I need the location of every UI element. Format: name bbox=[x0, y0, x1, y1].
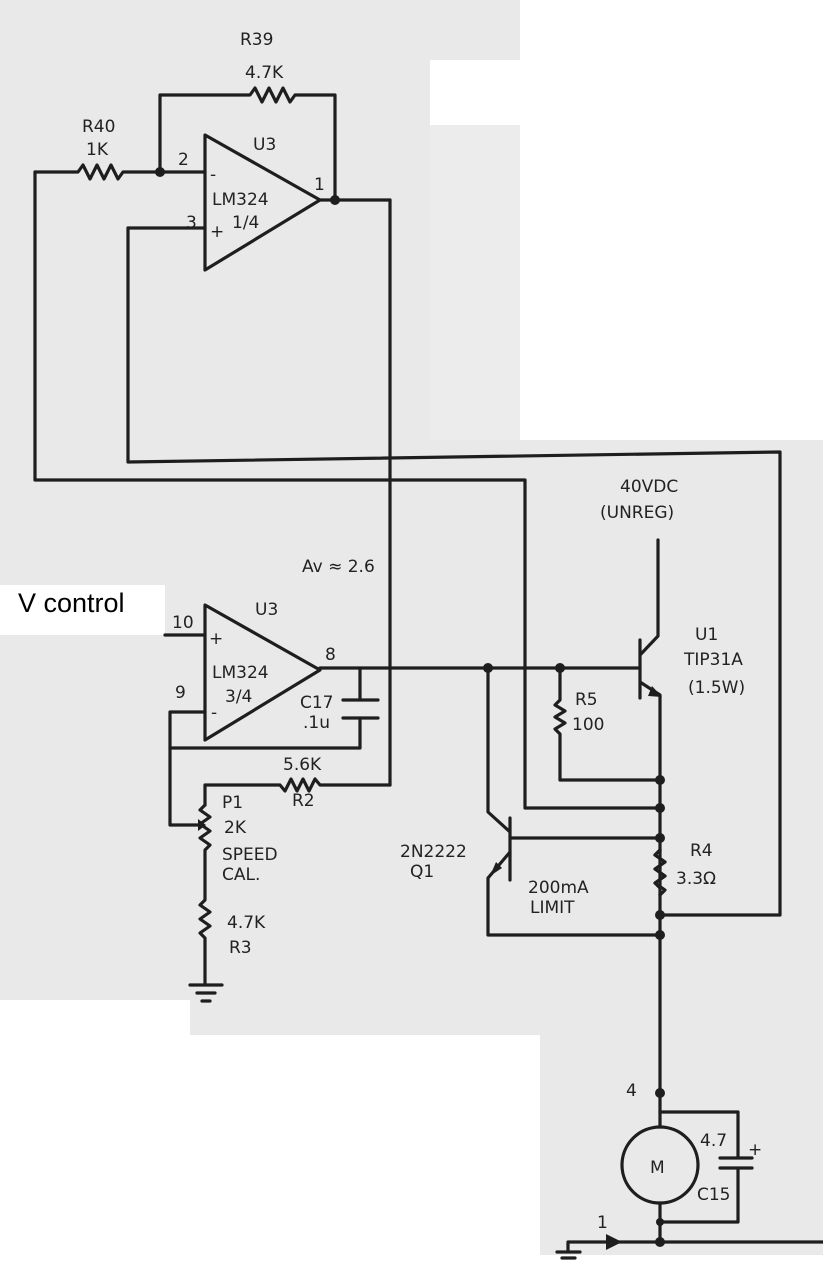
opamp-section: 3/4 bbox=[225, 687, 252, 707]
pin-label: 3 bbox=[186, 213, 197, 233]
supply-label: 40VDC bbox=[620, 477, 678, 497]
u1-ref: U1 bbox=[695, 625, 718, 645]
motor: M 4 1 4.7 + C15 bbox=[555, 1081, 823, 1260]
opamp-ref: U3 bbox=[255, 600, 278, 620]
plus-sign: + bbox=[209, 629, 223, 649]
pin-label: 2 bbox=[178, 150, 189, 170]
opamp-u3-bottom: + - LM324 3/4 U3 10 9 8 bbox=[163, 600, 336, 831]
p1-value: 2K bbox=[224, 818, 247, 838]
q1-ref: Q1 bbox=[410, 862, 434, 882]
supply-label: (UNREG) bbox=[600, 503, 674, 523]
r5-ref: R5 bbox=[575, 690, 598, 710]
opamp-section: 1/4 bbox=[232, 213, 259, 233]
resistor-r40: R40 1K bbox=[33, 117, 162, 181]
pin-label: 9 bbox=[175, 683, 186, 703]
potentiometer-p1: P1 2K SPEED CAL. 4.7K R3 bbox=[188, 793, 278, 1003]
gain-label: Av ≈ 2.6 bbox=[302, 557, 375, 577]
p1-ref: P1 bbox=[222, 793, 243, 813]
limit-label: LIMIT bbox=[530, 898, 575, 918]
motor-symbol: M bbox=[650, 1158, 665, 1178]
r4-value: 3.3Ω bbox=[676, 869, 716, 889]
resistor-r4-zigzag bbox=[653, 848, 667, 897]
p1-note: SPEED bbox=[222, 845, 278, 865]
resistor-r39: R39 4.7K bbox=[158, 30, 337, 202]
capacitor-c17: C17 .1u bbox=[168, 666, 380, 750]
r39-value: 4.7K bbox=[245, 63, 284, 83]
opamp-part: LM324 bbox=[212, 663, 269, 683]
resistor-r5: R5 100 bbox=[553, 666, 662, 782]
v-control-label: V control bbox=[18, 588, 125, 618]
white-patch bbox=[190, 1035, 540, 1257]
r39-ref: R39 bbox=[240, 30, 273, 50]
resistor-r2: 5.6K R2 bbox=[203, 755, 392, 811]
r2-value: 5.6K bbox=[283, 755, 322, 775]
r40-ref: R40 bbox=[82, 117, 115, 137]
pin-label: 10 bbox=[172, 613, 194, 633]
wire bbox=[33, 170, 662, 810]
transistor-u1: 40VDC (UNREG) U1 TIP31A (1.5W) bbox=[600, 477, 745, 1127]
r3-ref: R3 bbox=[229, 938, 252, 958]
plus-sign: + bbox=[210, 222, 224, 242]
opamp-part: LM324 bbox=[212, 190, 269, 210]
q1-part: 2N2222 bbox=[400, 842, 467, 862]
r3-value: 4.7K bbox=[227, 913, 266, 933]
c17-value: .1u bbox=[303, 713, 330, 733]
r5-value: 100 bbox=[572, 715, 604, 735]
pin-label: 1 bbox=[314, 175, 325, 195]
motor-pin: 1 bbox=[597, 1213, 608, 1233]
c17-ref: C17 bbox=[300, 693, 334, 713]
u1-part: TIP31A bbox=[683, 650, 743, 670]
r40-value: 1K bbox=[86, 140, 109, 160]
c15-polarity: + bbox=[748, 1140, 762, 1160]
minus-sign: - bbox=[210, 165, 216, 185]
pin-label: 8 bbox=[325, 645, 336, 665]
u1-rating: (1.5W) bbox=[688, 678, 745, 698]
label-box bbox=[0, 585, 165, 635]
opamp-u3-top: - + LM324 1/4 U3 2 3 1 bbox=[126, 133, 392, 272]
c15-value: 4.7 bbox=[700, 1131, 727, 1151]
r2-ref: R2 bbox=[292, 791, 315, 811]
wire bbox=[126, 226, 782, 917]
opamp-ref: U3 bbox=[253, 135, 276, 155]
p1-note: CAL. bbox=[222, 865, 260, 885]
motor-pin: 4 bbox=[626, 1081, 637, 1101]
c15-ref: C15 bbox=[697, 1185, 731, 1205]
r4-ref: R4 bbox=[690, 841, 713, 861]
transistor-q1: 2N2222 Q1 200mA LIMIT bbox=[400, 666, 662, 937]
limit-label: 200mA bbox=[528, 878, 589, 898]
minus-sign: - bbox=[211, 703, 217, 723]
